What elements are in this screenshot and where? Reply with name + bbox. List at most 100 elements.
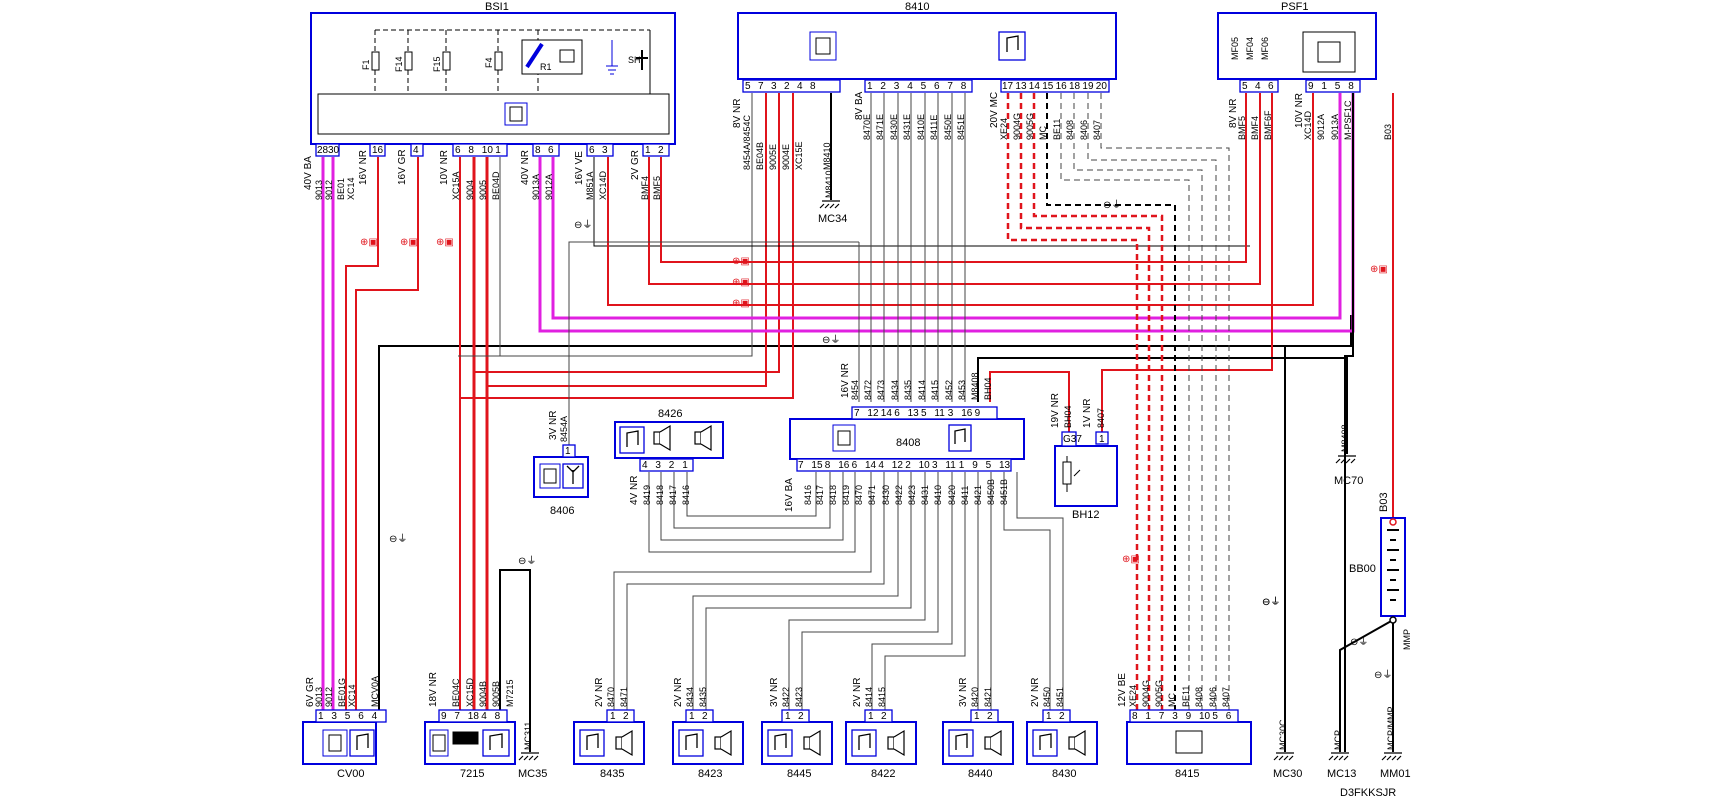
wire-label-m8410_b-6: 8450E: [943, 114, 953, 140]
wire-label-m8408_bot-5: 8471: [867, 485, 877, 505]
wire-label-m8426-1: 8418: [655, 485, 665, 505]
wire-8407-dashed: [1100, 93, 1230, 712]
diagram-code: D3FKKSJR: [1340, 787, 1396, 799]
wire-bh04: [989, 371, 1070, 444]
wire-m851a: [593, 157, 1250, 247]
wire-label-m8410_c-3: MC: [1038, 126, 1048, 140]
wire-label-bh12-1: 8407: [1096, 408, 1106, 428]
wire-bmf4: [648, 93, 1261, 285]
wire-label-bsi1-4: XC15A: [451, 171, 461, 200]
connector-ref-m7215: 18V NR: [428, 672, 439, 707]
wire-label-bsi1-5: 9004: [465, 180, 475, 200]
connector-ref-bsi1_d: 10V NR: [439, 150, 450, 185]
wire-label-m8415-1: 9004G: [1141, 680, 1151, 707]
pin-m7215-0: 9: [441, 711, 447, 722]
pin-m8426-1: 3: [655, 460, 661, 471]
connector-ref-s8422: 2V NR: [852, 678, 863, 707]
wire-label-m8408_bot-10: 8410: [933, 485, 943, 505]
feed-symbol-icon-11: ⊕▣: [1370, 264, 1388, 275]
pin-s8423-0: 1: [689, 711, 695, 722]
wire-label-m8410_c-6: 8406: [1079, 120, 1089, 140]
wire-label-m8415-2: 9005G: [1154, 680, 1164, 707]
connector-ref-s8440: 3V NR: [958, 678, 969, 707]
wire-8406-dashed: [1087, 93, 1217, 712]
speaker-icon-s8423: [714, 729, 732, 757]
shunt-label: SH: [628, 55, 641, 65]
wire-label-m7215-1: XC15D: [465, 677, 475, 707]
wire-label-m8408_top-3: 8434: [890, 380, 900, 400]
pin-m7215-1: 7: [454, 711, 460, 722]
wire-label-m8426-2: 8417: [668, 485, 678, 505]
wire-label-m8410_c-5: 8408: [1065, 120, 1075, 140]
pin-m8410_b-4: 5: [921, 81, 927, 92]
wire-label-psf1-7: B03: [1383, 124, 1393, 140]
m8408-label: 8408: [896, 437, 920, 449]
pin-bh12_a-0: G37: [1063, 434, 1082, 445]
wire-label-s8445-1: 8423: [794, 687, 804, 707]
speaker-icon-s8440: [984, 729, 1002, 757]
connector-ref-bsi1_b: 16V NR: [358, 150, 369, 185]
mm01-label: MM01: [1380, 768, 1411, 780]
wire-label-bsi1-1: 9012: [324, 180, 334, 200]
bh12-connector-a: [1061, 431, 1077, 447]
pin-m8408_bot-3: 16: [838, 460, 850, 471]
wire-label-bsi1-9: 9012A: [544, 174, 554, 200]
pin-m8408_top-8: 16: [961, 408, 973, 419]
music-note-icon-s8440: [948, 729, 974, 757]
ground-icon-mc34: [819, 200, 840, 209]
wire-label-m8408_bot-3: 8419: [841, 485, 851, 505]
ground-symbol-icon-10: ⊖⏚: [1103, 199, 1121, 211]
music-note-icon-s8430: [1032, 729, 1058, 757]
m7215-connector: [438, 709, 508, 723]
wire-m7215: [499, 569, 531, 752]
feed-symbol-icon-4: ⊕▣: [732, 277, 750, 288]
wire-label-m8408_bot-11: 8420: [947, 485, 957, 505]
wire-label-m8408_top-1: 8472: [863, 380, 873, 400]
connector-ref-psf1_b: 10V NR: [1294, 93, 1305, 128]
wire-label-m8410_c-7: 8407: [1092, 120, 1102, 140]
wire-label-m8410_a-5: M8410: [822, 142, 832, 170]
wire-bmf5: [660, 93, 1247, 263]
connector-ref-s8423: 2V NR: [673, 678, 684, 707]
wire-be01: [345, 157, 379, 712]
connector-ref-cv00: 6V GR: [305, 677, 316, 707]
music-note-icon-cv00: [349, 729, 375, 757]
pin-m8415-5: 10: [1199, 711, 1211, 722]
pin-m8408_top-4: 13: [908, 408, 920, 419]
music-note-icon-s8435: [579, 729, 605, 757]
pin-m8410_a-5: 8: [810, 81, 816, 92]
wire-label-m8410_b-7: 8451E: [956, 114, 966, 140]
pin-m8408_top-2: 14: [881, 408, 893, 419]
ground-icon-mc13: [1328, 752, 1349, 761]
m8426-connector: [639, 458, 694, 472]
speaker-icon-8426-a: [653, 424, 671, 452]
wire-label-m8415-5: 8408: [1194, 687, 1204, 707]
s8445-connector: [781, 709, 810, 723]
fuse-icon-f14: [404, 51, 413, 71]
m8415-label: 8415: [1175, 768, 1199, 780]
pin-m8410_c-2: 14: [1029, 81, 1041, 92]
pin-bsi1_d-2: 10: [482, 145, 494, 156]
mc34-pin-label: M8410: [824, 170, 834, 198]
wire-8422: [788, 472, 926, 712]
connector-ref-bh12_b: 1V NR: [1082, 399, 1093, 428]
wire-8470: [613, 472, 872, 712]
wire-label-cv00-0: 9013: [314, 687, 324, 707]
wire-label-m8408_bot-0: 8416: [803, 485, 813, 505]
wire-label-m8426-0: 8419: [642, 485, 652, 505]
pin-m8415-7: 6: [1226, 711, 1232, 722]
wire-8418: [660, 472, 844, 541]
wire-label-m8408_bot-6: 8430: [881, 485, 891, 505]
pin-m8408_bot-2: 8: [825, 460, 831, 471]
wire-label-m8408_bot-7: 8422: [894, 485, 904, 505]
ground-symbol-icon-8: ⊖⏚: [389, 533, 407, 545]
wire-label-m8408_bot-13: 8421: [973, 485, 983, 505]
wire-label-m8410_a-3: 9004E: [781, 144, 791, 170]
wire-8450: [1003, 472, 1051, 712]
pin-m8408_bot-0: 7: [798, 460, 804, 471]
connector-ref-m8410_a: 8V NR: [732, 99, 743, 128]
wire-label-s8430-1: 8451: [1055, 687, 1065, 707]
psf1-fuse-mf04: MF04: [1245, 37, 1255, 60]
wire-9004g-dashed: [1019, 93, 1151, 712]
